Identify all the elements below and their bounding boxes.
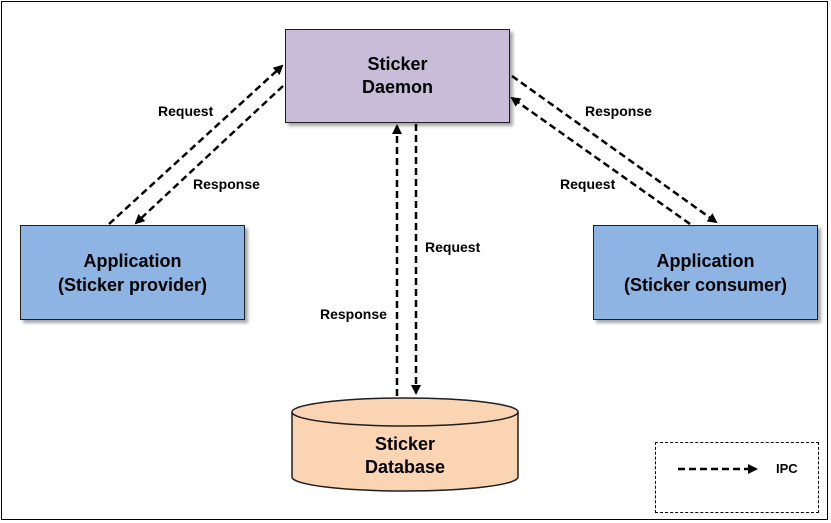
provider-request-label: Request — [158, 103, 214, 119]
daemon-label-line2: Daemon — [361, 77, 433, 97]
database-label-line1: Sticker — [374, 434, 436, 454]
provider-application-node: Application (Sticker provider) — [20, 225, 245, 320]
db-request-label: Request — [425, 239, 481, 255]
consumer-request-arrow — [510, 96, 691, 226]
consumer-response-arrow — [511, 74, 718, 224]
sticker-daemon-node: Sticker Daemon — [285, 29, 510, 123]
database-label: Sticker Database — [292, 433, 518, 479]
consumer-request-label: Request — [560, 176, 616, 192]
legend-ipc-label: IPC — [776, 461, 798, 476]
legend-box — [655, 442, 819, 513]
consumer-response-label: Response — [585, 103, 652, 119]
database-cylinder — [291, 397, 519, 492]
daemon-label-line1: Sticker — [367, 54, 428, 74]
provider-label-line2: (Sticker provider) — [57, 274, 208, 295]
db-response-label: Response — [320, 306, 387, 322]
consumer-application-node: Application (Sticker consumer) — [593, 225, 818, 320]
database-label-line2: Database — [364, 457, 446, 477]
consumer-label-line2: (Sticker consumer) — [623, 274, 788, 295]
consumer-label-line1: Application — [656, 250, 755, 271]
provider-response-label: Response — [193, 176, 260, 192]
provider-request-arrow — [108, 64, 284, 225]
provider-response-arrow — [134, 85, 284, 225]
provider-label-line1: Application — [83, 250, 182, 271]
